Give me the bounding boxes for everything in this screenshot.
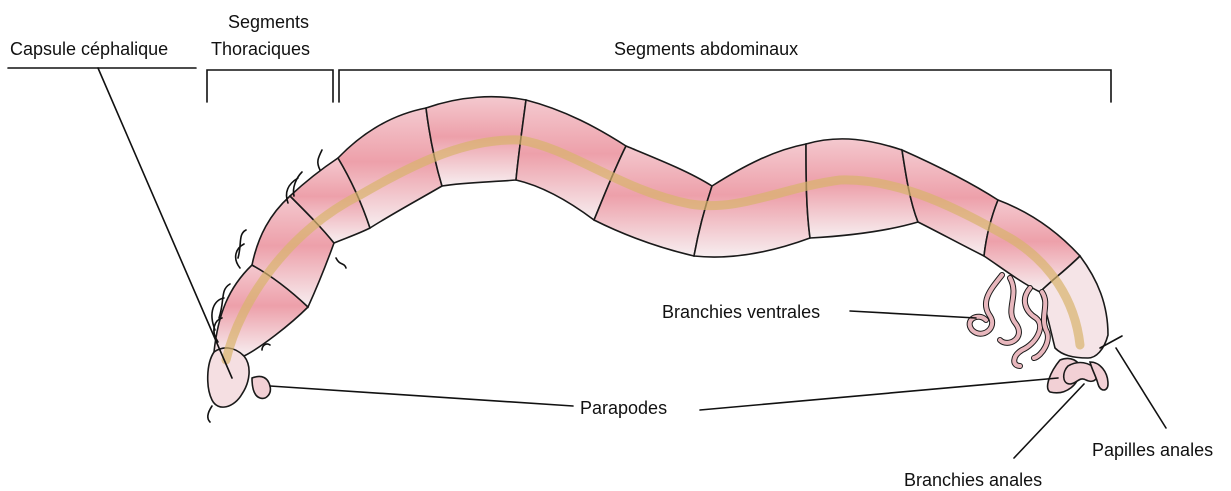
leader-parapodes-left (270, 386, 573, 406)
leader-anal-papillae (1116, 348, 1166, 428)
leader-ventral-gills (850, 311, 976, 318)
bracket-thoracic (207, 70, 333, 102)
larva-body (208, 97, 1108, 407)
bracket-abdominal (339, 70, 1111, 102)
label-anal-gills: Branchies anales (904, 470, 1042, 490)
label-capsule: Capsule céphalique (10, 39, 168, 59)
leader-parapodes-right (700, 378, 1058, 410)
label-abdominal: Segments abdominaux (614, 39, 798, 59)
leader-anal-gills (1014, 384, 1084, 458)
leader-capsule (98, 68, 232, 378)
label-ventral-gills: Branchies ventrales (662, 302, 820, 322)
label-thoracic-line2: Thoraciques (211, 39, 310, 59)
label-thoracic-line1: Segments (228, 12, 309, 32)
label-anal-papillae: Papilles anales (1092, 440, 1213, 460)
label-parapodes: Parapodes (580, 398, 667, 418)
parapodes-front (252, 376, 270, 398)
